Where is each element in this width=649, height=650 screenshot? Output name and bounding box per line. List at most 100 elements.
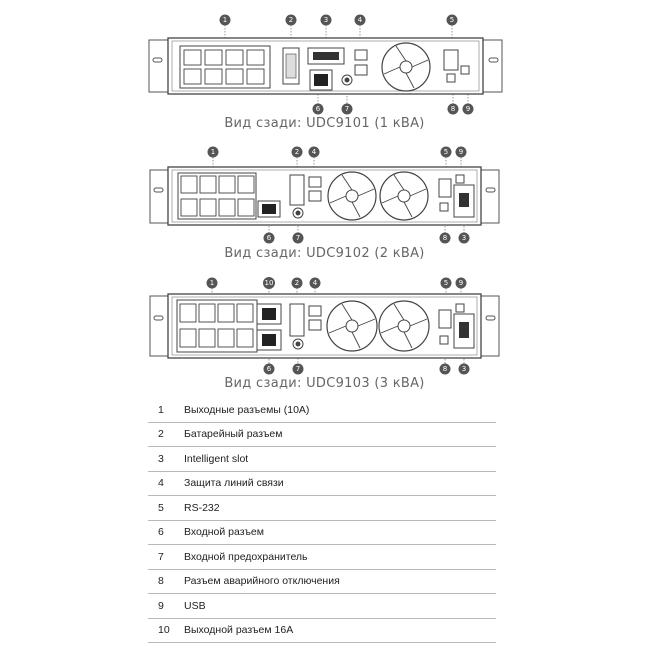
rs232-port: [438, 309, 452, 329]
legend-label: Разъем аварийного отключения: [182, 569, 496, 594]
svg-text:5: 5: [444, 279, 448, 287]
callout-2: 2: [291, 277, 303, 289]
svg-text:2: 2: [295, 279, 299, 287]
battery-connector: [289, 174, 305, 206]
rear-view-udc9102: 1 2 4 5 9 6 7 8 3: [0, 145, 649, 250]
svg-text:7: 7: [296, 234, 300, 242]
input-fuse: [292, 338, 304, 350]
callout-3: 3: [320, 14, 332, 26]
legend-num: 1: [148, 398, 182, 423]
svg-text:2: 2: [295, 148, 299, 156]
rear-view-udc9101: 1 2 3 4 5 6 7 8 9: [0, 10, 649, 135]
callout-4: 4: [354, 14, 366, 26]
legend-num: 8: [148, 569, 182, 594]
output-socket-16a: [256, 303, 282, 325]
legend-num: 4: [148, 471, 182, 496]
output-outlets-10a: [177, 172, 257, 220]
caption-udc9103: Вид сзади: UDC9103 (3 кВА): [224, 376, 425, 391]
svg-text:6: 6: [316, 105, 321, 113]
svg-text:3: 3: [462, 234, 466, 242]
legend-num: 9: [148, 593, 182, 619]
svg-text:1: 1: [211, 148, 215, 156]
legend-label: USB: [182, 593, 496, 619]
legend-num: 10: [148, 618, 182, 643]
caption-udc9102: Вид сзади: UDC9102 (2 кВА): [224, 246, 425, 261]
legend-label: Выходной разъем 16А: [182, 618, 496, 643]
callout-1: 1: [219, 14, 231, 26]
callout-10: 10: [263, 277, 275, 289]
svg-text:4: 4: [358, 16, 363, 24]
callout-8: 8: [439, 232, 451, 244]
usb-port: [455, 174, 465, 184]
svg-text:1: 1: [210, 279, 214, 287]
callout-8: 8: [447, 103, 459, 115]
svg-text:9: 9: [466, 105, 470, 113]
battery-connector: [282, 47, 300, 85]
cooling-fan-left: [326, 300, 378, 352]
svg-text:1: 1: [223, 16, 227, 24]
callout-7: 7: [341, 103, 353, 115]
svg-text:4: 4: [313, 279, 318, 287]
epo-connector: [439, 202, 449, 212]
callout-5: 5: [440, 277, 452, 289]
legend-num: 3: [148, 446, 182, 472]
svg-text:8: 8: [443, 365, 447, 373]
callout-8: 8: [439, 363, 451, 375]
cooling-fan: [381, 42, 431, 92]
epo-connector: [439, 335, 449, 345]
svg-text:4: 4: [312, 148, 317, 156]
legend-label: Выходные разъемы (10А): [182, 398, 496, 423]
legend-num: 6: [148, 520, 182, 545]
svg-text:9: 9: [459, 279, 463, 287]
usb-port: [460, 65, 470, 75]
callout-7: 7: [292, 363, 304, 375]
callout-9: 9: [455, 277, 467, 289]
callout-1: 1: [207, 146, 219, 158]
rear-view-udc9103: 1 10 2 4 5 9 6 7 8 3: [0, 276, 649, 380]
callout-6: 6: [263, 363, 275, 375]
legend-label: Батарейный разъем: [182, 422, 496, 447]
rs232-port: [443, 49, 459, 71]
line-protection: [308, 176, 322, 202]
legend-label: RS-232: [182, 495, 496, 521]
svg-text:2: 2: [289, 16, 293, 24]
svg-text:6: 6: [267, 365, 272, 373]
svg-text:6: 6: [267, 234, 272, 242]
callout-4: 4: [308, 146, 320, 158]
svg-text:3: 3: [462, 365, 466, 373]
callout-2: 2: [291, 146, 303, 158]
output-outlets-10a: [176, 299, 258, 353]
cooling-fan-right: [379, 171, 429, 221]
input-fuse: [292, 207, 304, 219]
svg-text:7: 7: [345, 105, 349, 113]
usb-port: [455, 303, 465, 313]
callout-5: 5: [446, 14, 458, 26]
output-outlets-10a: [179, 45, 271, 89]
callout-3: 3: [458, 232, 470, 244]
svg-text:5: 5: [450, 16, 454, 24]
callout-4: 4: [309, 277, 321, 289]
legend-num: 7: [148, 544, 182, 570]
svg-text:8: 8: [451, 105, 455, 113]
caption-udc9101: Вид сзади: UDC9101 (1 кВА): [224, 116, 425, 131]
legend-label: Intelligent slot: [182, 446, 496, 472]
rs232-port: [438, 178, 452, 198]
cooling-fan-right: [378, 300, 430, 352]
callout-2: 2: [285, 14, 297, 26]
callout-7: 7: [292, 232, 304, 244]
svg-text:3: 3: [324, 16, 328, 24]
legend-num: 5: [148, 495, 182, 521]
line-protection: [354, 49, 368, 76]
svg-text:9: 9: [459, 148, 463, 156]
legend-label: Защита линий связи: [182, 471, 496, 496]
callout-6: 6: [263, 232, 275, 244]
